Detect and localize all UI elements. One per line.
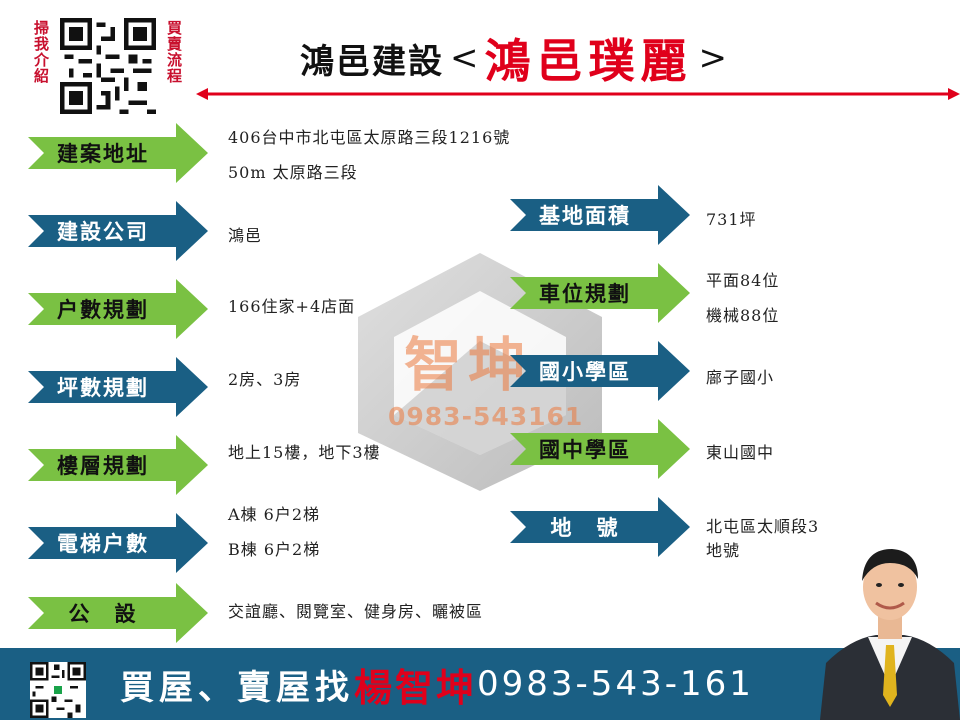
label-size-plan: 坪數規劃	[57, 375, 149, 400]
title-divider-arrow	[196, 87, 960, 101]
title-close-bracket: >	[698, 38, 728, 78]
label-land-number: 地 號	[550, 515, 620, 540]
footer-banner: 買屋、賣屋找 楊智坤 0983-543-161	[0, 648, 960, 720]
value-parking-flat: 平面84位	[706, 271, 780, 290]
arrow-parking: 車位規劃	[510, 263, 690, 323]
value-elevators-b: B棟 6户2梯	[228, 540, 321, 559]
arrow-elementary: 國小學區	[510, 341, 690, 401]
value-floors: 地上15樓，地下3樓	[228, 443, 381, 462]
value-elementary: 廍子國小	[706, 368, 775, 387]
value-land-number-line1: 北屯區太順段3	[706, 517, 820, 536]
qr-code-intro[interactable]	[60, 18, 156, 114]
label-site-area: 基地面積	[539, 203, 631, 228]
label-parking: 車位規劃	[539, 281, 631, 306]
label-elevators: 電梯户數	[57, 531, 149, 556]
watermark-name: 智坤	[404, 331, 533, 399]
label-facilities: 公 設	[68, 601, 138, 626]
page-title: 鴻邑建設 < 鴻邑璞麗 >	[300, 28, 733, 88]
watermark-phone: 0983-543161	[388, 402, 584, 431]
qr-code-contact[interactable]	[30, 662, 86, 718]
arrow-land-number: 地 號	[510, 497, 690, 557]
arrow-facilities: 公 設	[28, 583, 208, 643]
value-parking-mech: 機械88位	[706, 306, 780, 325]
value-size-plan: 2房、3房	[228, 370, 302, 389]
arrow-units: 户數規劃	[28, 279, 208, 339]
value-site-area: 731坪	[706, 210, 757, 229]
title-project: 鴻邑璞麗	[484, 34, 693, 88]
footer-phone[interactable]: 0983-543-161	[477, 664, 754, 704]
trade-process-label: 買賣流程	[165, 20, 183, 84]
value-address-line1: 406台中市北屯區太原路三段1216號	[228, 128, 511, 147]
arrow-junior-high: 國中學區	[510, 419, 690, 479]
arrow-address: 建案地址	[28, 123, 208, 183]
label-floors: 樓層規劃	[57, 453, 149, 478]
footer-slogan-text: 買屋、賣屋找	[120, 667, 354, 708]
value-land-number-line2: 地號	[706, 541, 741, 560]
value-developer: 鴻邑	[228, 226, 263, 245]
value-elevators-a: A棟 6户2梯	[228, 505, 321, 524]
value-facilities: 交誼廳、閱覽室、健身房、曬被區	[228, 602, 484, 621]
title-company: 鴻邑建設	[300, 41, 444, 82]
label-elementary: 國小學區	[539, 359, 631, 384]
footer-slogan: 買屋、賣屋找 楊智坤 0983-543-161	[120, 648, 754, 720]
arrow-elevators: 電梯户數	[28, 513, 208, 573]
arrow-size-plan: 坪數規劃	[28, 357, 208, 417]
watermark-logo-hexagon	[340, 245, 620, 495]
arrow-site-area: 基地面積	[510, 185, 690, 245]
arrow-developer: 建設公司	[28, 201, 208, 261]
title-open-bracket: <	[450, 38, 479, 78]
footer-agent-name: 楊智坤	[354, 664, 478, 710]
value-junior-high: 東山國中	[706, 443, 775, 462]
label-junior-high: 國中學區	[539, 437, 631, 462]
agent-photo	[820, 535, 960, 720]
arrow-floors: 樓層規劃	[28, 435, 208, 495]
label-address: 建案地址	[57, 141, 149, 166]
scan-intro-label: 掃我介紹	[32, 20, 50, 84]
value-units: 166住家+4店面	[228, 297, 356, 316]
label-developer: 建設公司	[57, 219, 149, 244]
label-units: 户數規劃	[57, 297, 149, 322]
value-address-line2: 50m 太原路三段	[228, 163, 358, 182]
